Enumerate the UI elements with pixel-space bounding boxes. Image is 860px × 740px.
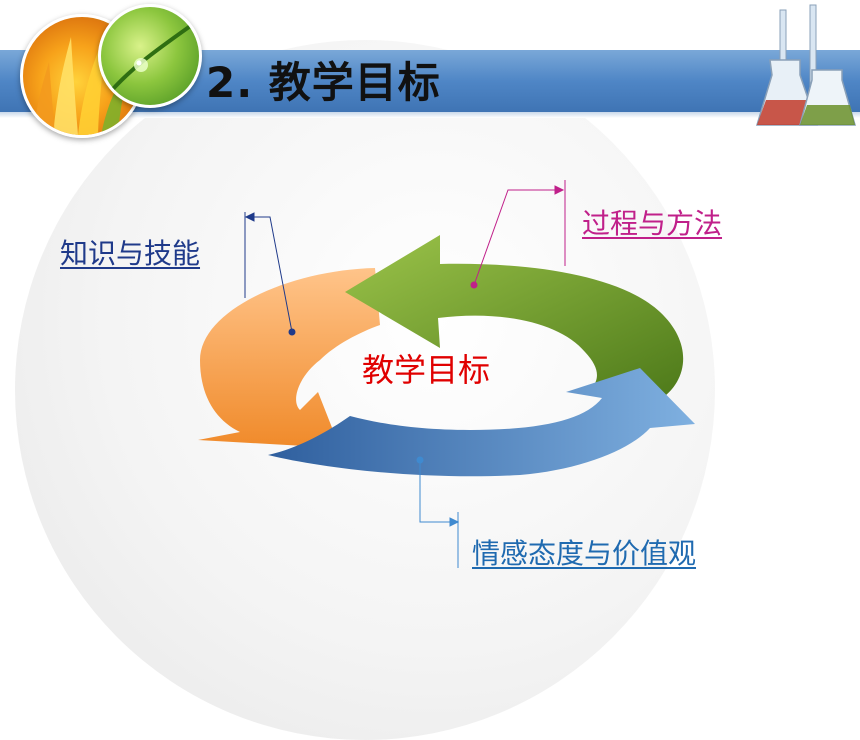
green-arrow — [345, 235, 684, 396]
link-knowledge-skills[interactable]: 知识与技能 — [60, 237, 201, 270]
cycle-diagram — [198, 180, 695, 568]
knowledge-callout — [244, 212, 296, 336]
orange-arrow — [198, 268, 380, 448]
leaf-droplet-icon — [98, 4, 202, 108]
blue-arrow — [268, 368, 695, 477]
lab-flask-icon — [755, 4, 856, 126]
center-label: 教学目标 — [362, 351, 491, 389]
link-emotion-values[interactable]: 情感态度与价值观 — [472, 537, 697, 570]
page-title: 2. 教学目标 — [206, 58, 441, 107]
process-callout — [470, 180, 566, 289]
emotion-callout — [416, 456, 460, 568]
title-bar-shadow — [0, 112, 860, 118]
link-process-methods[interactable]: 过程与方法 — [582, 207, 723, 240]
